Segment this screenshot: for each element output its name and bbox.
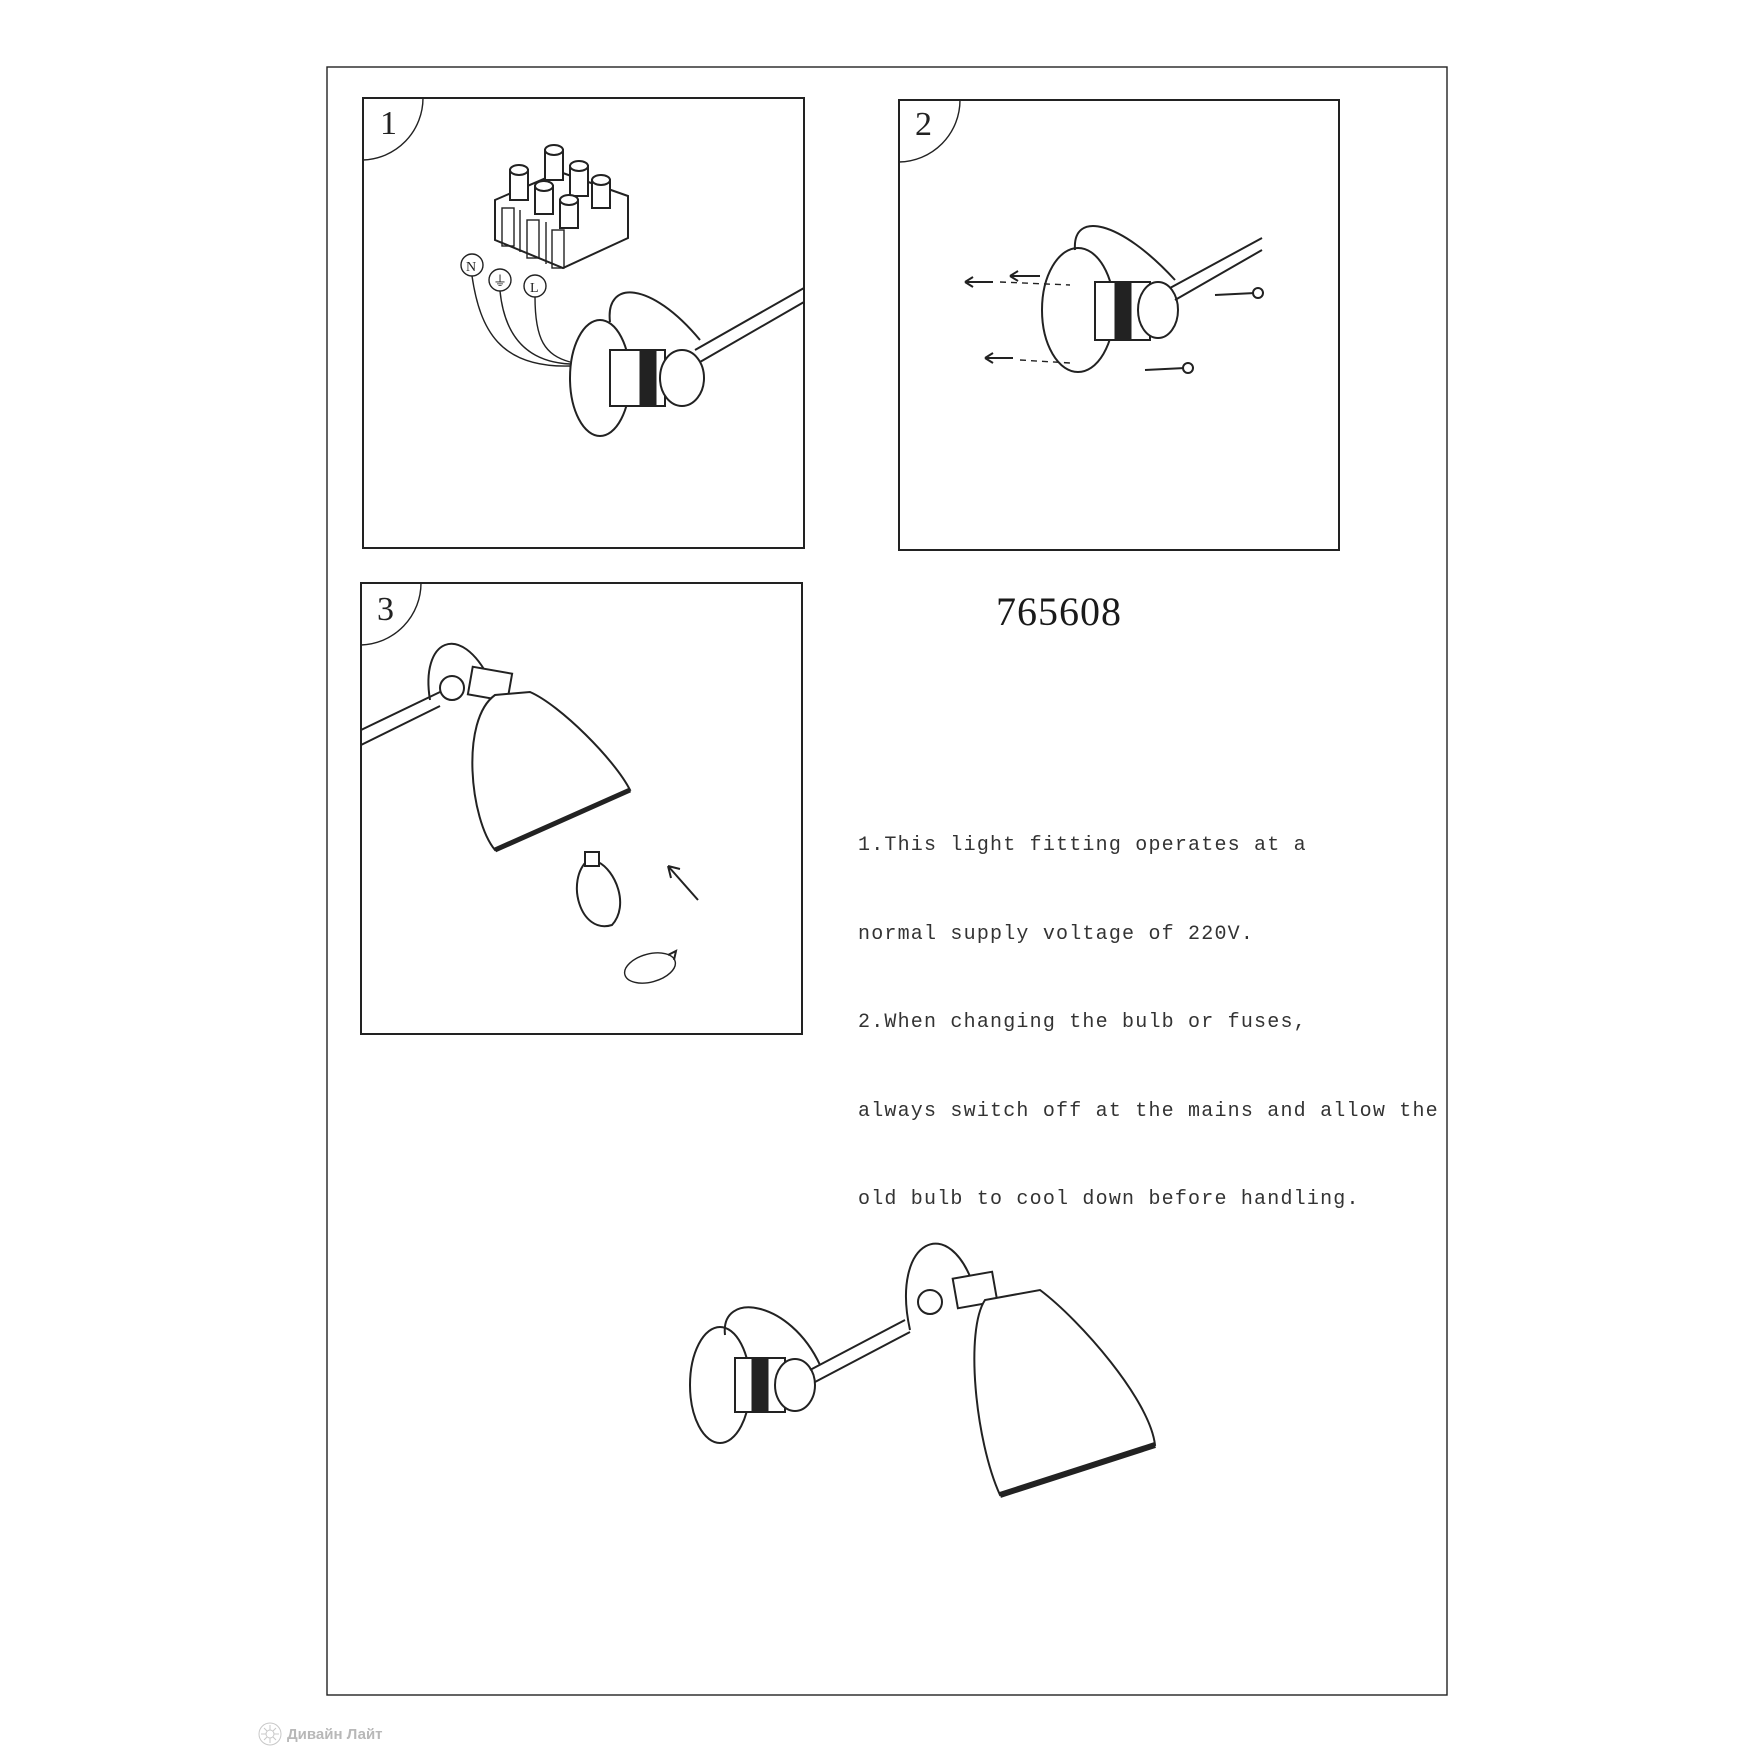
wire-label-earth: ⏚ <box>493 274 507 290</box>
assembled-lamp-illustration <box>689 1242 1157 1498</box>
note-line: 2.When changing the bulb or fuses, <box>858 1011 1307 1034</box>
wall-mount-icon <box>1041 225 1263 373</box>
terminal-block-icon <box>494 144 629 270</box>
note-line: always switch off at the mains and allow… <box>858 1099 1439 1123</box>
watermark-text: Дивайн Лайт <box>287 1725 383 1743</box>
wall-lamp-base-icon <box>569 287 805 437</box>
model-number: 765608 <box>996 589 1122 634</box>
rotate-arrow-icon <box>623 949 678 984</box>
safety-notes: 1.This light fitting operates at a norma… <box>858 772 1439 1244</box>
step-2-panel: 2 <box>898 99 1340 551</box>
wire-labels: N ⏚ L <box>460 253 571 367</box>
step-3-number: 3 <box>377 591 394 628</box>
lamp-shade-icon <box>360 642 632 853</box>
page-frame <box>326 66 1448 1696</box>
watermark: Дивайн Лайт <box>258 1722 383 1746</box>
note-line: normal supply voltage of 220V. <box>858 922 1255 946</box>
step-3-panel: 3 <box>360 582 803 1035</box>
wire-label-live: L <box>530 281 539 296</box>
arrow-up-icon <box>667 865 699 901</box>
screw-icon <box>1144 287 1264 374</box>
bulb-icon <box>575 851 622 928</box>
step-1-panel: 1 N ⏚ L <box>362 97 805 549</box>
wall-plug-icon <box>964 270 1071 364</box>
note-line: old bulb to cool down before handling. <box>858 1188 1360 1211</box>
sun-logo-icon <box>258 1722 282 1746</box>
step-2-number: 2 <box>915 106 932 143</box>
step-1-number: 1 <box>380 105 397 142</box>
note-line: 1.This light fitting operates at a <box>858 834 1307 857</box>
wire-label-neutral: N <box>466 260 476 275</box>
